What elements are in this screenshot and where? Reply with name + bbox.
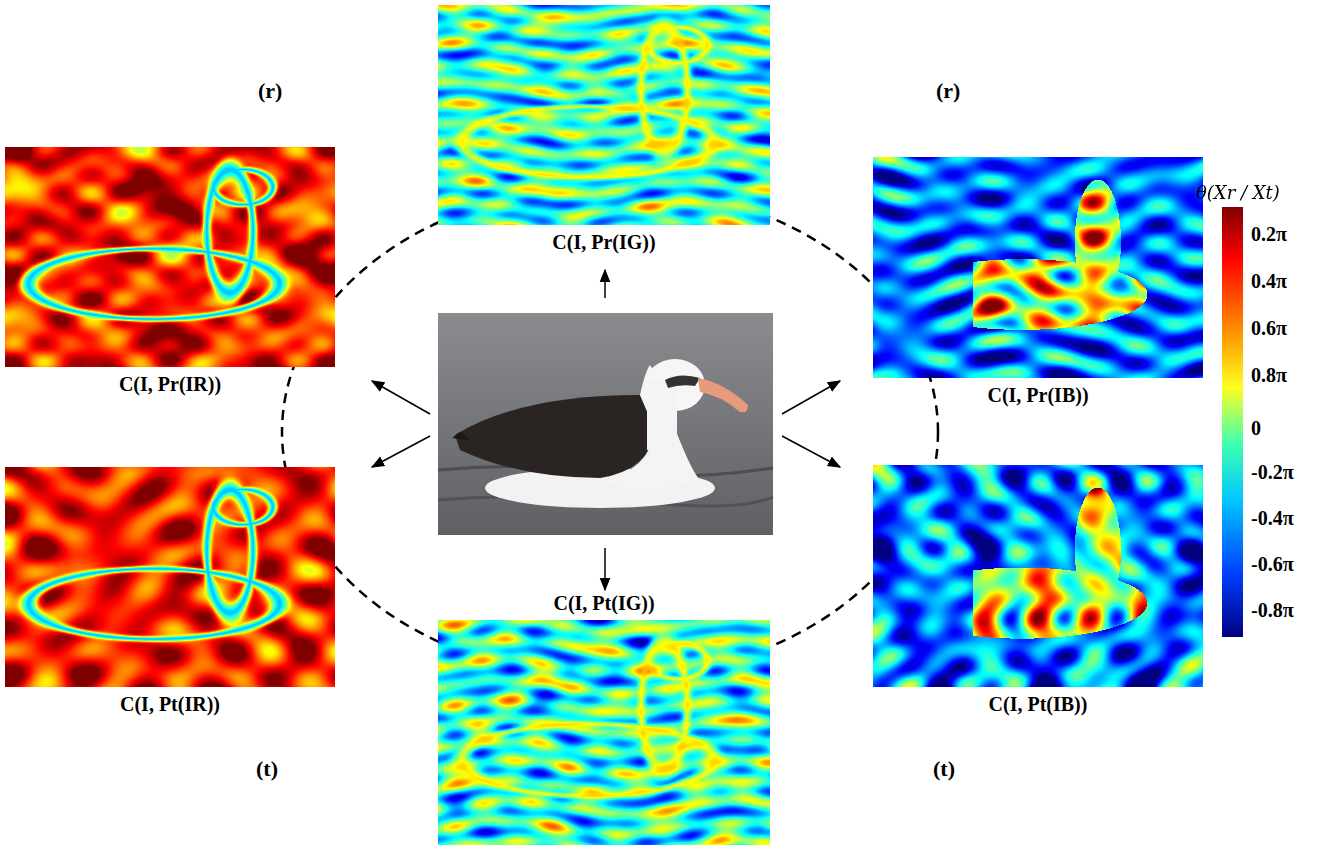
panel-caption: C(I, Pr(IR)) bbox=[5, 373, 335, 396]
panel-caption: C(I, Pt(IB)) bbox=[873, 693, 1203, 716]
heatmap-panel: C(I, Pr(IG)) bbox=[438, 5, 770, 257]
heatmap-image bbox=[5, 147, 335, 367]
panel-tag: (r) bbox=[258, 78, 282, 104]
colorbar-tick: -0.4π bbox=[1251, 507, 1294, 530]
heatmap-panel: C(I, Pr(IR)) bbox=[5, 147, 335, 399]
panel-tag: (r) bbox=[936, 78, 960, 104]
arrows bbox=[372, 270, 840, 590]
colorbar-tick: 0.6π bbox=[1251, 317, 1287, 340]
colorbar-tick: -0.8π bbox=[1251, 599, 1294, 622]
heatmap-panel: C(I, Pr(IB)) bbox=[873, 157, 1203, 410]
heatmap-panel: C(I, Pt(IB)) bbox=[873, 465, 1203, 719]
colorbar-tick: 0.4π bbox=[1251, 270, 1287, 293]
panel-caption: C(I, Pt(IG)) bbox=[438, 592, 770, 615]
heatmap-panel: C(I, Pt(IR)) bbox=[5, 467, 335, 719]
heatmap-image bbox=[5, 467, 335, 687]
panel-tag: (t) bbox=[256, 756, 278, 782]
panel-tag: (t) bbox=[933, 756, 955, 782]
colorbar-tick: 0 bbox=[1251, 417, 1261, 440]
colorbar bbox=[1222, 207, 1243, 637]
heatmap-image bbox=[873, 465, 1203, 687]
panel-caption: C(I, Pr(IG)) bbox=[438, 231, 770, 254]
heatmap-image bbox=[438, 620, 770, 845]
panel-caption: C(I, Pt(IR)) bbox=[5, 693, 335, 716]
albatross-photo bbox=[438, 313, 773, 535]
colorbar-tick: -0.2π bbox=[1251, 461, 1294, 484]
colorbar-tick: 0.8π bbox=[1251, 364, 1287, 387]
colorbar-tick: -0.6π bbox=[1251, 553, 1294, 576]
colorbar-tick: 0.2π bbox=[1251, 223, 1287, 246]
colorbar-title: θ(Xr / Xt) bbox=[1196, 182, 1280, 203]
heatmap-panel: C(I, Pt(IG)) bbox=[438, 592, 770, 852]
heatmap-image bbox=[873, 157, 1203, 378]
panel-caption: C(I, Pr(IB)) bbox=[873, 384, 1203, 407]
dashed-ellipse bbox=[282, 186, 938, 678]
heatmap-image bbox=[438, 5, 770, 225]
